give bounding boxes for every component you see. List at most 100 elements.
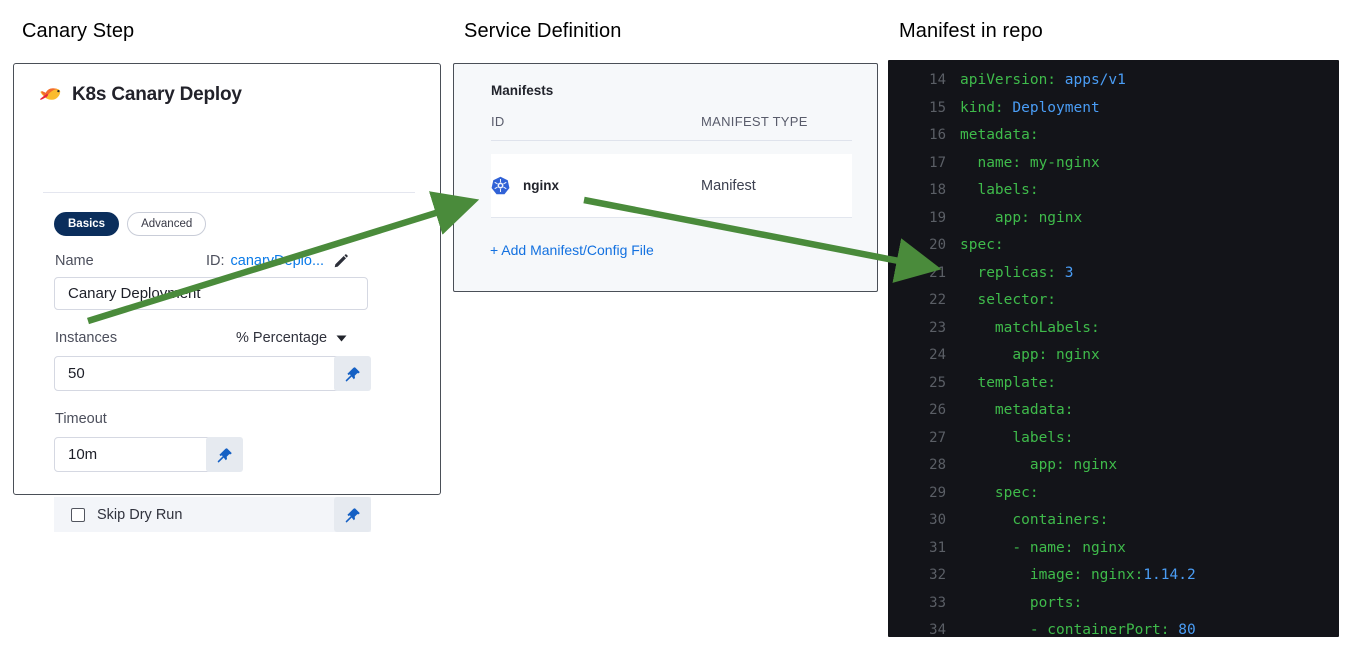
instances-input[interactable]: 50 — [54, 356, 347, 391]
code-text: template: — [960, 374, 1057, 391]
code-text: name: my-nginx — [960, 154, 1100, 171]
line-number: 34 — [929, 622, 946, 637]
code-text: - name: nginx — [960, 539, 1126, 556]
tab-advanced[interactable]: Advanced — [127, 212, 207, 236]
name-input[interactable]: Canary Deployment — [54, 277, 368, 310]
column-header-manifest-type: MANIFEST TYPE — [701, 114, 808, 129]
line-number: 20 — [929, 237, 946, 253]
instances-unit-label: % Percentage — [236, 330, 328, 346]
code-line-22: 22 selector: — [888, 287, 1339, 315]
pushpin-icon-skip-dry-run[interactable] — [334, 497, 371, 532]
code-text: metadata: — [960, 402, 1074, 418]
pushpin-icon-timeout[interactable] — [206, 437, 243, 472]
code-line-34: 34 - containerPort: 80 — [888, 617, 1339, 637]
code-line-28: 28 app: nginx — [888, 452, 1339, 480]
line-number: 30 — [929, 512, 946, 528]
line-number: 28 — [929, 457, 946, 473]
name-field-label: Name — [55, 253, 94, 269]
skip-dry-run-label: Skip Dry Run — [97, 506, 183, 523]
manifests-table-header: ID MANIFEST TYPE — [491, 114, 852, 129]
code-line-16: 16 metadata: — [888, 122, 1339, 150]
manifest-row-id: nginx — [523, 178, 559, 193]
code-line-18: 18 labels: — [888, 177, 1339, 205]
code-value: 3 — [1064, 264, 1074, 281]
code-text: spec: — [960, 484, 1039, 501]
page-title-canary-step: Canary Step — [22, 20, 135, 42]
code-line-30: 30 containers: — [888, 507, 1339, 535]
service-definition-card: Manifests ID MANIFEST TYPE nginx Manifes… — [453, 63, 878, 292]
pushpin-icon-instances[interactable] — [334, 356, 371, 391]
code-text: - containerPort: 80 — [960, 622, 1196, 637]
line-number: 27 — [929, 429, 946, 446]
code-line-17: 17 name: my-nginx — [888, 150, 1339, 178]
code-text: metadata: — [960, 127, 1039, 143]
code-text: app: nginx — [960, 457, 1118, 473]
code-text: apiVersion: apps/v1 — [960, 72, 1126, 88]
canary-bird-icon — [40, 86, 62, 104]
code-text: selector: — [960, 292, 1057, 308]
table-header-divider — [491, 140, 852, 141]
line-number: 32 — [929, 567, 946, 583]
code-line-24: 24 app: nginx — [888, 342, 1339, 370]
manifests-section-label: Manifests — [491, 83, 554, 98]
instances-unit-dropdown[interactable]: % Percentage — [236, 330, 347, 346]
column-header-id: ID — [491, 114, 505, 129]
code-text: app: nginx — [960, 209, 1083, 226]
code-line-32: 32 image: nginx:1.14.2 — [888, 562, 1339, 590]
line-number: 25 — [929, 374, 946, 391]
pencil-icon[interactable] — [334, 254, 348, 268]
page-title-manifest-in-repo: Manifest in repo — [899, 20, 1043, 42]
skip-dry-run-row[interactable]: Skip Dry Run — [54, 497, 371, 532]
code-value: Deployment — [1012, 99, 1100, 116]
tab-basics[interactable]: Basics — [54, 212, 120, 236]
code-value: 80 — [1178, 622, 1196, 637]
code-line-26: 26 metadata: — [888, 397, 1339, 425]
canary-tabs: Basics Advanced — [54, 212, 207, 236]
code-line-19: 19 app: nginx — [888, 205, 1339, 233]
code-value: apps/v1 — [1064, 72, 1126, 88]
code-text: labels: — [960, 429, 1074, 446]
code-text: labels: — [960, 182, 1039, 198]
timeout-input[interactable]: 10m — [54, 437, 211, 472]
line-number: 33 — [929, 594, 946, 611]
add-manifest-config-file-link[interactable]: + Add Manifest/Config File — [490, 242, 654, 258]
chevron-down-icon — [336, 330, 347, 346]
code-line-25: 25 template: — [888, 370, 1339, 398]
canary-step-card: K8s Canary Deploy Basics Advanced Name I… — [13, 63, 441, 532]
table-row-divider — [491, 217, 852, 218]
line-number: 14 — [929, 72, 946, 88]
line-number: 31 — [929, 539, 946, 556]
step-id-row: ID: canaryDeplo... — [206, 253, 348, 269]
step-id-value[interactable]: canaryDeplo... — [230, 253, 325, 269]
code-value: 1.14.2 — [1143, 567, 1196, 583]
line-number: 19 — [929, 209, 946, 226]
code-line-31: 31 - name: nginx — [888, 535, 1339, 563]
code-text: matchLabels: — [960, 319, 1100, 336]
line-number: 17 — [929, 154, 946, 171]
line-number: 26 — [929, 402, 946, 418]
page-title-service-definition: Service Definition — [464, 20, 622, 42]
line-number: 24 — [929, 347, 946, 363]
timeout-field-label: Timeout — [55, 411, 107, 427]
kubernetes-icon — [491, 176, 510, 195]
line-number: 21 — [929, 264, 946, 281]
code-line-33: 33 ports: — [888, 590, 1339, 618]
table-row[interactable]: nginx Manifest — [491, 154, 852, 217]
line-number: 22 — [929, 292, 946, 308]
line-number: 29 — [929, 484, 946, 501]
canary-step-header: K8s Canary Deploy — [40, 84, 242, 106]
code-line-23: 23 matchLabels: — [888, 315, 1339, 343]
code-text: image: nginx:1.14.2 — [960, 567, 1196, 583]
line-number: 16 — [929, 127, 946, 143]
code-line-29: 29 spec: — [888, 480, 1339, 508]
code-line-27: 27 labels: — [888, 425, 1339, 453]
skip-dry-run-checkbox[interactable] — [71, 507, 85, 522]
code-line-14: 14 apiVersion: apps/v1 — [888, 67, 1339, 95]
step-id-prefix: ID: — [206, 253, 225, 269]
canary-step-title: K8s Canary Deploy — [72, 84, 242, 105]
code-line-21: 21 replicas: 3 — [888, 260, 1339, 288]
